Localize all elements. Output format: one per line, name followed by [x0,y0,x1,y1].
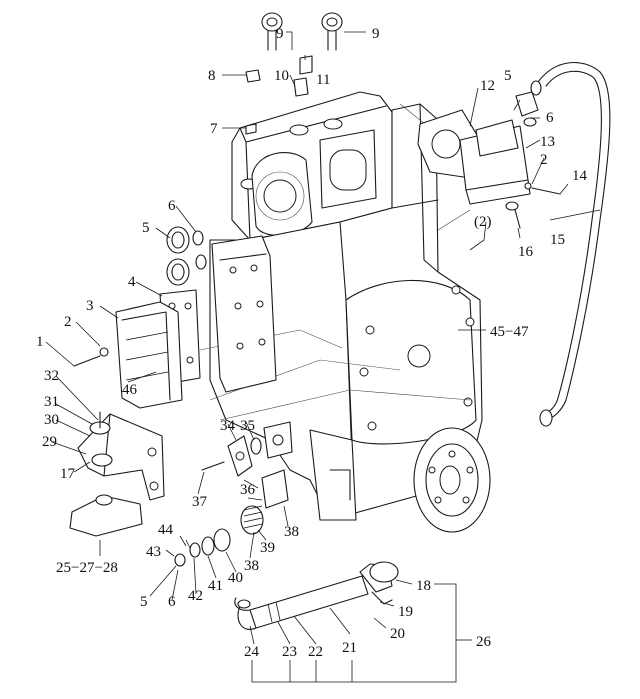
filter-parts [174,421,293,567]
oil-cooler-parts [417,61,611,427]
label-38-lower: 38 [244,558,259,574]
label-40: 40 [228,570,243,586]
label-9-right: 9 [372,26,380,42]
label-19: 19 [398,604,413,620]
label-34: 34 [220,418,236,434]
label-45-47: 45−47 [490,324,529,340]
label-25-27-28: 25−27−28 [56,560,118,576]
label-17: 17 [60,466,76,482]
label-6-left: 6 [168,198,176,214]
label-46: 46 [122,382,138,398]
label-22: 22 [308,644,323,660]
label-2-left: 2 [64,314,72,330]
label-14: 14 [572,168,588,184]
label-9-left: 9 [276,26,284,42]
label-29: 29 [42,434,57,450]
label-5-lower: 5 [140,594,148,610]
label-11: 11 [316,72,330,88]
label-37: 37 [192,494,208,510]
label-38-upper: 38 [284,524,299,540]
label-3: 3 [86,298,94,314]
label-13: 13 [540,134,555,150]
top-fittings [245,12,343,135]
label-30: 30 [44,412,59,428]
label-35: 35 [240,418,255,434]
label-5-top-right: 5 [504,68,512,84]
label-43: 43 [146,544,161,560]
leader-lines [45,31,601,683]
suction-pipe-assembly [234,561,399,630]
label-26: 26 [476,634,492,650]
label-10: 10 [274,68,289,84]
label-6-lower: 6 [168,594,176,610]
label-8: 8 [208,68,216,84]
label-36: 36 [240,482,256,498]
transmission-housing [199,91,491,533]
label-32: 32 [44,368,59,384]
label-12: 12 [480,78,495,94]
label-42: 42 [188,588,203,604]
part-number-labels: 9 9 8 10 11 7 12 5 6 13 2 14 15 16 (2) 4… [36,26,588,660]
label-16: 16 [518,244,534,260]
label-44: 44 [158,522,174,538]
label-15: 15 [550,232,565,248]
label-23: 23 [282,644,297,660]
label-2-top-right: 2 [540,152,548,168]
label-21: 21 [342,640,357,656]
label-1: 1 [36,334,44,350]
label-4: 4 [128,274,136,290]
label-18: 18 [416,578,431,594]
label-7: 7 [210,121,218,137]
label-41: 41 [208,578,223,594]
mounting-bracket [69,411,165,537]
label-39: 39 [260,540,275,556]
label-20: 20 [390,626,405,642]
label-2-paren: (2) [474,214,492,230]
label-24: 24 [244,644,260,660]
label-6-top-right: 6 [546,110,554,126]
label-5-left: 5 [142,220,150,236]
control-valve-assembly [73,226,277,409]
label-31: 31 [44,394,59,410]
